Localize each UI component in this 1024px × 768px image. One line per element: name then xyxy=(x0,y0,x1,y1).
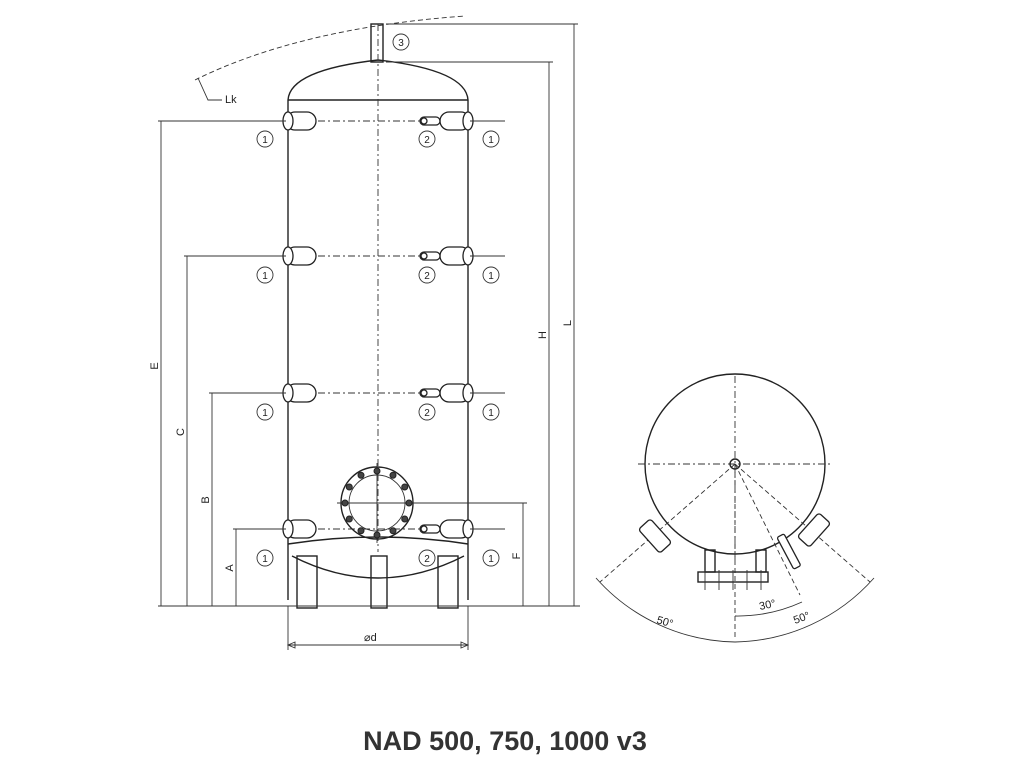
label-B: B xyxy=(200,496,212,503)
sensor-sleeves xyxy=(419,116,441,534)
flange xyxy=(337,463,417,543)
lk-arc xyxy=(194,15,466,81)
flange-bolt xyxy=(373,531,381,539)
svg-text:1: 1 xyxy=(262,408,268,419)
flange-bolt xyxy=(357,527,365,535)
lk-leader xyxy=(197,77,222,101)
callout-1: 1 xyxy=(482,130,500,148)
drawing-title: NAD 500, 750, 1000 v3 xyxy=(363,726,647,756)
flange-bolt xyxy=(345,515,353,523)
flange-bolt xyxy=(401,515,409,523)
angle-mid: 30° xyxy=(758,598,777,613)
callout-1: 1 xyxy=(256,266,274,284)
svg-text:2: 2 xyxy=(424,408,430,419)
label-diameter: ⌀d xyxy=(364,632,377,644)
label-H: H xyxy=(537,331,549,339)
label-L: L xyxy=(562,320,574,326)
flange-bolt xyxy=(373,467,381,475)
angle-right: 50° xyxy=(792,610,812,627)
svg-text:1: 1 xyxy=(488,135,494,146)
flange-bolt xyxy=(401,483,409,491)
callout-1: 1 xyxy=(482,266,500,284)
flange-bolt xyxy=(389,527,397,535)
svg-text:2: 2 xyxy=(424,554,430,565)
angle-arc-right xyxy=(734,577,875,643)
svg-text:1: 1 xyxy=(262,271,268,282)
left-pipes xyxy=(282,111,317,539)
callout-1: 1 xyxy=(482,549,500,567)
callout-2: 2 xyxy=(418,130,436,148)
label-A: A xyxy=(224,564,236,572)
callout-1: 1 xyxy=(256,549,274,567)
svg-text:1: 1 xyxy=(488,271,494,282)
callout-3: 3 xyxy=(392,33,410,51)
callout-2: 2 xyxy=(418,266,436,284)
svg-text:2: 2 xyxy=(424,271,430,282)
callout-1: 1 xyxy=(482,403,500,421)
flange-bolt xyxy=(341,499,349,507)
bottom-curve xyxy=(291,555,465,579)
top-outlet xyxy=(370,23,384,63)
flange-bolt xyxy=(357,471,365,479)
svg-text:1: 1 xyxy=(488,408,494,419)
flange-bolt xyxy=(405,499,413,507)
callout-2: 2 xyxy=(418,403,436,421)
svg-text:1: 1 xyxy=(262,135,268,146)
svg-text:3: 3 xyxy=(398,38,404,49)
flange-bolt xyxy=(345,483,353,491)
svg-text:1: 1 xyxy=(488,554,494,565)
lk-label: Lk xyxy=(225,94,237,106)
bottom-outlet xyxy=(370,555,388,609)
label-E: E xyxy=(149,362,161,369)
callout-1: 1 xyxy=(256,403,274,421)
angle-arc-left xyxy=(595,577,736,643)
label-C: C xyxy=(175,428,187,436)
top-view: 50° 30° 50° xyxy=(595,373,875,643)
right-foot xyxy=(437,555,459,609)
flange-bolt xyxy=(389,471,397,479)
side-view: Lk xyxy=(149,15,580,650)
label-F: F xyxy=(511,552,523,559)
svg-text:2: 2 xyxy=(424,135,430,146)
left-foot xyxy=(296,555,318,609)
angle-arc-mid xyxy=(734,601,803,617)
svg-text:1: 1 xyxy=(262,554,268,565)
callout-2: 2 xyxy=(418,549,436,567)
angle-left: 50° xyxy=(655,614,674,630)
callout-1: 1 xyxy=(256,130,274,148)
